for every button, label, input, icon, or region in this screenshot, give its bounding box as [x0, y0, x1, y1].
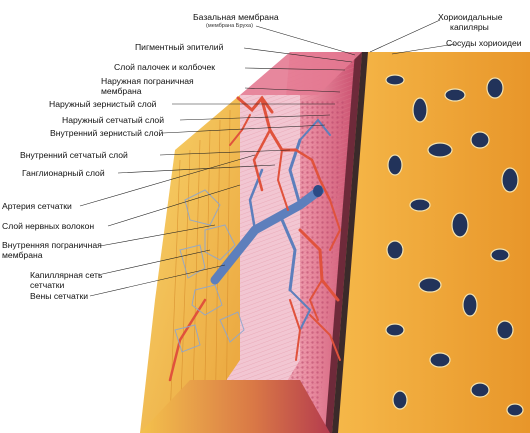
label-inner-nuclear-layer: Внутренний зернистый слой [50, 128, 164, 138]
label-choroid-capillaries-2: капиляры [450, 22, 489, 32]
top-face [240, 52, 362, 95]
label-ganglion-layer: Ганглионарный слой [22, 168, 105, 178]
label-retinal-veins: Вены сетчатки [30, 291, 89, 301]
label-rods-cones-layer: Слой палочек и колбочек [114, 62, 216, 72]
choroid-vessels [385, 74, 524, 417]
label-outer-plexiform-layer: Наружный сетчатый слой [62, 115, 165, 125]
label-pigment-epithelium: Пигментный эпителий [135, 42, 224, 52]
label-basal-membrane: Базальная мембрана [193, 12, 279, 22]
label-outer-limiting-membrane-1: Наружная пограничная [101, 76, 194, 86]
leader-lines [79, 19, 456, 297]
label-capillary-network-1: Капиллярная сеть [30, 270, 103, 280]
label-outer-nuclear-layer: Наружный зернистый слой [49, 99, 157, 109]
pigment-epithelium-band [325, 52, 362, 433]
label-capillary-network-2: сетчатки [30, 280, 65, 290]
label-bruch-membrane: (мембрана Бруха) [206, 23, 254, 29]
label-outer-limiting-membrane-2: мембрана [101, 86, 142, 96]
label-inner-plexiform-layer: Внутренний сетчатый слой [20, 150, 128, 160]
label-choroid-capillaries-1: Хориоидальные [438, 12, 503, 22]
vein-lumen [313, 185, 323, 197]
label-nerve-fiber-layer: Слой нервных волокон [2, 221, 95, 231]
label-retinal-artery: Артерия сетчатки [2, 201, 72, 211]
bottom-face [140, 380, 330, 433]
nerve-fiber-layer [140, 95, 240, 433]
capillary-net [174, 189, 245, 353]
label-inner-limiting-membrane-2: мембрана [2, 250, 43, 260]
label-choroid-vessels: Сосуды хориоидеи [446, 38, 522, 48]
label-inner-limiting-membrane-1: Внутренняя пограничная [2, 240, 102, 250]
